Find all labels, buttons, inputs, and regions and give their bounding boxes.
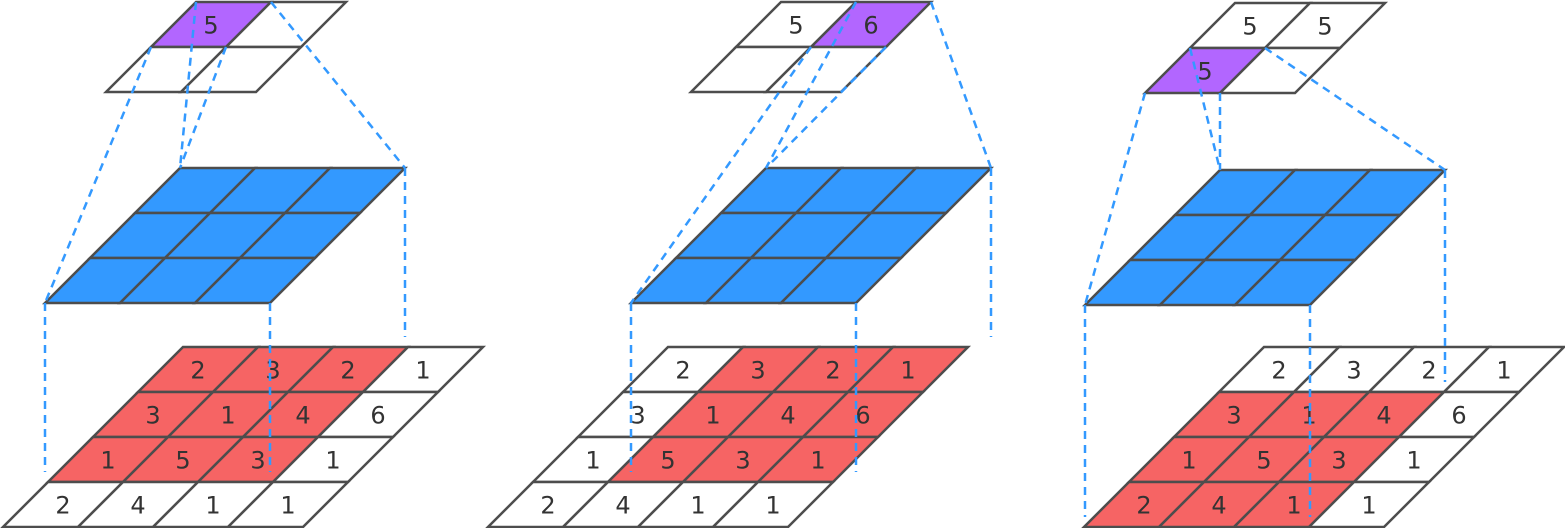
- projection-line: [1264, 46, 1446, 172]
- kernel-grid: [627, 166, 995, 305]
- input-cell-value: 3: [1331, 447, 1346, 475]
- input-cell-value: 2: [1271, 357, 1286, 385]
- projection-lines: [43, 1, 407, 472]
- output-cell: [177, 45, 305, 94]
- output-cell-value: 5: [1197, 58, 1212, 86]
- input-cell-value: 1: [810, 447, 825, 475]
- projection-line: [270, 1, 406, 169]
- input-cell-value: 3: [630, 402, 645, 430]
- input-cell-value: 1: [765, 492, 780, 520]
- input-cell-value: 1: [415, 357, 430, 385]
- output-cell-value: 6: [863, 12, 878, 40]
- input-cell-value: 6: [855, 402, 870, 430]
- projection-line: [1083, 92, 1147, 306]
- input-cell-value: 6: [370, 402, 385, 430]
- kernel-grid: [41, 166, 409, 305]
- input-cell-value: 2: [825, 357, 840, 385]
- input-cell-value: 5: [175, 447, 190, 475]
- output-cell: [1216, 46, 1344, 95]
- projection-line: [929, 1, 993, 169]
- input-cell-value: 1: [1301, 402, 1316, 430]
- input-cell-value: 2: [340, 357, 355, 385]
- input-cell-value: 1: [705, 402, 720, 430]
- input-cell-value: 4: [130, 492, 145, 520]
- projection-line: [178, 46, 228, 169]
- input-cell-value: 1: [1181, 447, 1196, 475]
- projection-line: [43, 46, 153, 304]
- input-cell-value: 3: [145, 402, 160, 430]
- input-cell-value: 3: [735, 447, 750, 475]
- input-cell-value: 2: [540, 492, 555, 520]
- input-cell-value: 5: [1256, 447, 1271, 475]
- input-cell-value: 1: [690, 492, 705, 520]
- output-cell-value: 5: [788, 12, 803, 40]
- input-cell-value: 2: [1136, 492, 1151, 520]
- input-cell-value: 1: [205, 492, 220, 520]
- projection-lines: [1083, 46, 1447, 517]
- input-cell-value: 1: [1286, 492, 1301, 520]
- input-cell-value: 1: [220, 402, 235, 430]
- input-cell-value: 4: [295, 402, 310, 430]
- input-cell-value: 1: [1361, 492, 1376, 520]
- input-cell-value: 3: [250, 447, 265, 475]
- projection-line: [629, 46, 813, 304]
- projection-line: [765, 46, 887, 169]
- input-cell-value: 2: [55, 492, 70, 520]
- input-cell-value: 1: [900, 357, 915, 385]
- input-cell-value: 1: [1406, 447, 1421, 475]
- input-cell-value: 3: [265, 357, 280, 385]
- input-cell-value: 4: [1211, 492, 1226, 520]
- projection-line: [1188, 47, 1222, 171]
- input-cell-value: 6: [1451, 402, 1466, 430]
- input-cell-value: 4: [615, 492, 630, 520]
- input-cell-value: 2: [675, 357, 690, 385]
- projection-line: [764, 1, 858, 169]
- input-cell-value: 1: [280, 492, 295, 520]
- input-cell-value: 3: [1226, 402, 1241, 430]
- input-cell-value: 3: [1346, 357, 1361, 385]
- input-cell: [710, 480, 837, 528]
- input-cell-value: 2: [190, 357, 205, 385]
- input-cell-value: 3: [750, 357, 765, 385]
- input-cell-value: 1: [1496, 357, 1511, 385]
- input-cell-value: 5: [660, 447, 675, 475]
- input-cell-value: 4: [1376, 402, 1391, 430]
- output-cell-value: 5: [1242, 13, 1257, 41]
- output-cell-value: 5: [203, 12, 218, 40]
- kernel-grid: [1081, 168, 1449, 307]
- output-cell-value: 5: [1317, 13, 1332, 41]
- projection-lines: [629, 1, 993, 472]
- input-cell-value: 1: [325, 447, 340, 475]
- input-cell-value: 2: [1421, 357, 1436, 385]
- output-grid: 5 5 5: [1141, 1, 1389, 95]
- input-cell: [1306, 480, 1433, 528]
- input-cell: [225, 480, 352, 528]
- input-cell-value: 4: [780, 402, 795, 430]
- output-grid: 5: [102, 0, 350, 94]
- input-cell-value: 1: [100, 447, 115, 475]
- input-cell-value: 1: [585, 447, 600, 475]
